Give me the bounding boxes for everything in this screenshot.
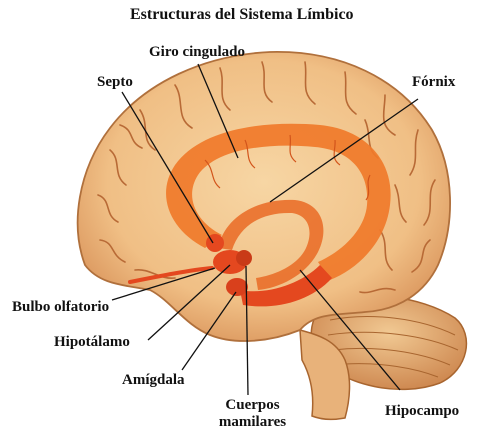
fornix — [218, 199, 324, 290]
leader-giro-cingulado — [197, 63, 239, 159]
leader-fornix — [269, 98, 419, 203]
mammillary-body-shape — [236, 250, 252, 266]
label-septo: Septo — [97, 74, 133, 90]
leader-amigdala — [181, 291, 237, 371]
olfactory-bulb-shape — [128, 266, 214, 284]
diagram-title: Estructuras del Sistema Límbico — [130, 6, 354, 23]
hippocampus-shape — [240, 265, 332, 307]
label-cuerpos-mamilares-line2: mamilares — [218, 414, 287, 430]
leader-septo — [121, 91, 214, 244]
brainstem — [299, 328, 351, 421]
label-cuerpos-mamilares: Cuerpos mamilares — [210, 397, 295, 431]
label-amigdala: Amígdala — [122, 372, 185, 388]
leader-hipocampo — [299, 269, 401, 391]
cerebrum — [76, 51, 451, 342]
label-hipocampo: Hipocampo — [385, 403, 460, 419]
amygdala-shape — [226, 278, 248, 296]
label-bulbo-olfatorio: Bulbo olfatorio — [12, 299, 110, 315]
label-hipotalamo: Hipotálamo — [54, 334, 130, 350]
label-giro-cingulado: Giro cingulado — [149, 44, 245, 60]
leader-bulbo-olfatorio — [111, 267, 216, 301]
leader-hipotalamo — [147, 264, 231, 341]
label-cuerpos-mamilares-line1: Cuerpos — [225, 397, 280, 413]
label-fornix: Fórnix — [412, 74, 456, 90]
leader-cuerpos-mamilares — [245, 265, 249, 396]
